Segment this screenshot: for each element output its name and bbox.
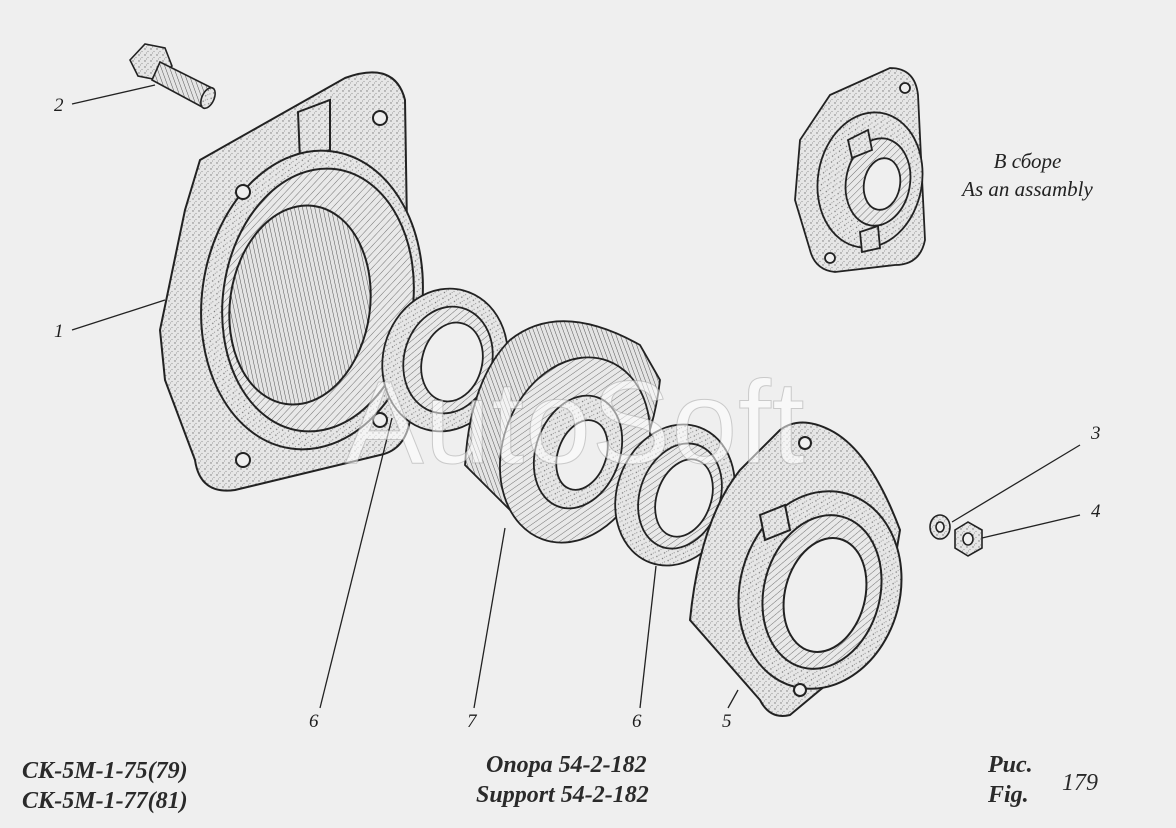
callout-1: 1 <box>54 321 64 342</box>
callout-7: 7 <box>467 711 477 732</box>
assembly-note-en: As an assambly <box>962 177 1093 202</box>
part-title-en: Support 54-2-182 <box>476 782 649 808</box>
nut-part-4 <box>954 521 983 557</box>
callout-5: 5 <box>722 711 732 732</box>
part-title-ru: Опора 54-2-182 <box>486 752 647 778</box>
cover-part-5 <box>688 421 903 717</box>
figure-label-en: Fig. <box>988 782 1029 808</box>
assembly-note-ru: В сборе <box>993 149 1062 173</box>
callout-2: 2 <box>54 95 64 116</box>
bushing-part-7 <box>464 320 661 544</box>
callout-3: 3 <box>1091 423 1101 444</box>
callout-4: 4 <box>1091 501 1101 522</box>
part-title: Опора 54-2-182 Support 54-2-182 <box>476 750 649 810</box>
callout-6-left: 6 <box>309 711 319 732</box>
bearing-part-6-right <box>614 423 736 567</box>
model-code-2: СК-5М-1-77(81) <box>22 788 188 814</box>
model-code-1: СК-5М-1-75(79) <box>22 758 188 784</box>
figure-label: Рис. Fig. <box>988 750 1033 810</box>
assembled-view <box>794 67 926 273</box>
figure-number: 179 <box>1062 770 1098 796</box>
figure-label-ru: Рис. <box>988 752 1033 778</box>
washer-part-3 <box>929 514 951 540</box>
bolt-part-2 <box>129 43 216 110</box>
model-codes: СК-5М-1-75(79) СК-5М-1-77(81) <box>22 756 188 816</box>
housing-part-1 <box>158 71 424 492</box>
assembly-note: В сборе As an assambly <box>920 147 1135 204</box>
watermark: AutoSoft <box>345 357 806 490</box>
callout-6-right: 6 <box>632 711 642 732</box>
leader-lines <box>71 84 1081 709</box>
